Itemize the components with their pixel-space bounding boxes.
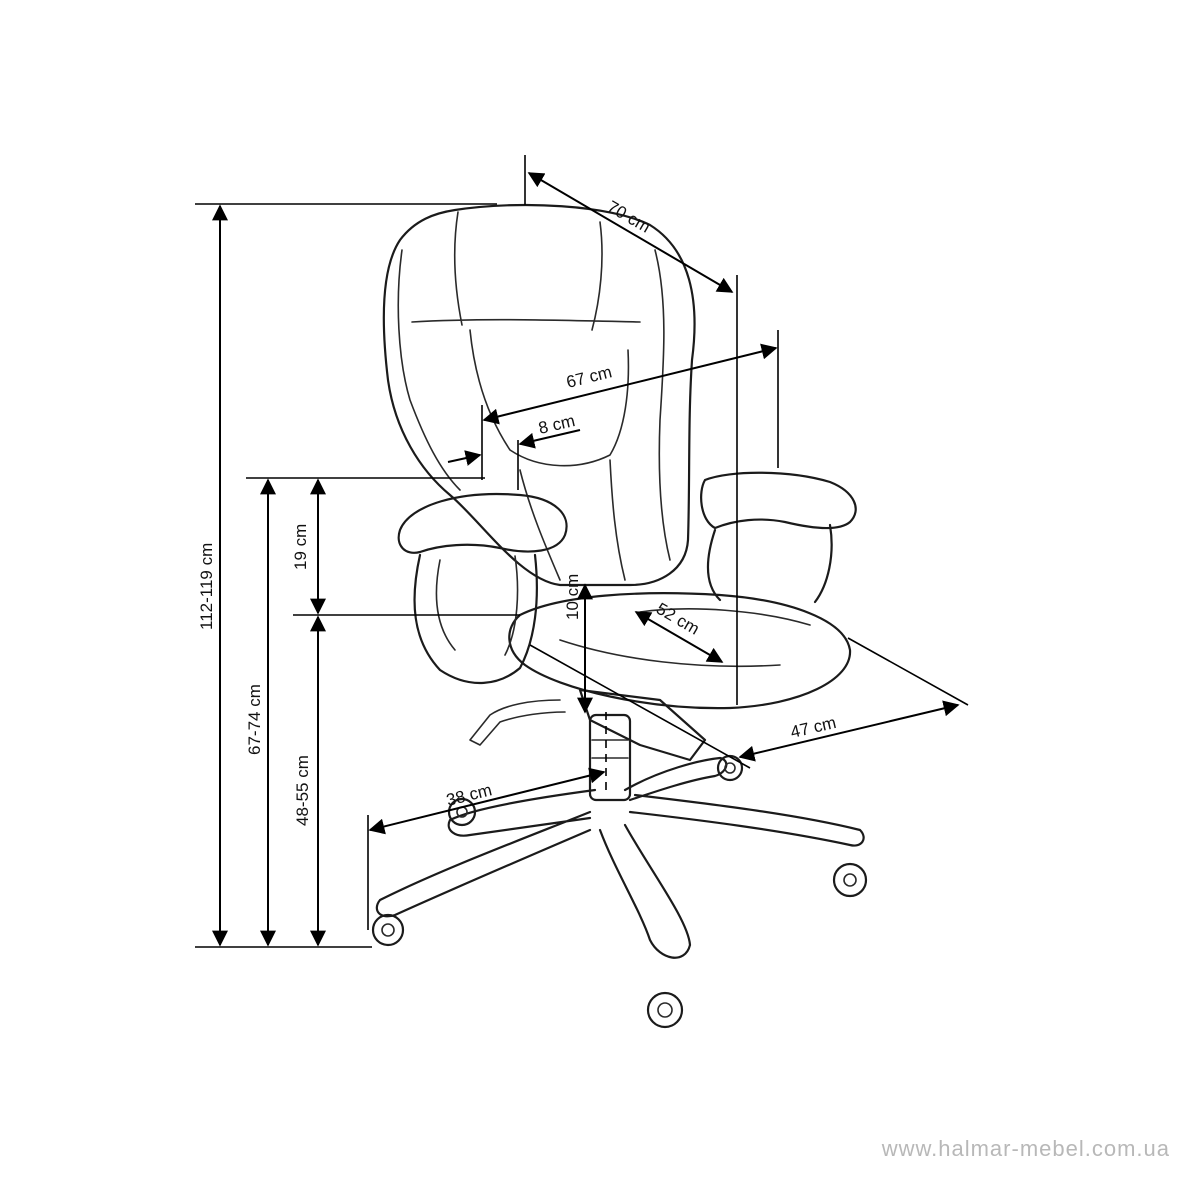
base-star <box>375 756 865 959</box>
dimension-lines <box>195 155 969 948</box>
cylinder-ring <box>591 739 629 759</box>
caster-front-left <box>371 913 405 947</box>
dim-seat-depth <box>738 700 960 762</box>
gas-lift-cylinder <box>588 713 632 802</box>
chair-illustration <box>371 203 868 1029</box>
dim-armrest-width <box>447 450 482 466</box>
backrest-headrest <box>411 211 641 331</box>
label-arm-above-seat: 19 cm <box>291 524 310 570</box>
label-armrest-height: 67-74 cm <box>245 684 264 755</box>
watermark: www.halmar-mebel.com.ua <box>881 1136 1170 1161</box>
left-armrest-inner <box>435 555 519 656</box>
dimension-labels: 112-119 cm 67-74 cm 48-55 cm 19 cm 10 cm… <box>197 197 838 826</box>
label-seat-thickness: 10 cm <box>563 574 582 620</box>
seat-cushion <box>508 592 852 710</box>
caster-back-right <box>716 754 744 782</box>
backrest-side-bolster-left <box>397 249 461 491</box>
backrest-lumbar <box>469 329 630 467</box>
left-armrest-pad <box>397 493 568 554</box>
label-total-height: 112-119 cm <box>197 543 216 630</box>
label-armrest-width: 8 cm <box>537 411 577 438</box>
caster-right <box>832 862 868 898</box>
dim-base-radius <box>368 767 606 835</box>
label-overall-width: 67 cm <box>564 362 614 392</box>
ext-47-a <box>529 644 751 769</box>
backrest-center-panel <box>519 459 626 581</box>
dim-armrest-width-b <box>518 429 581 449</box>
right-armrest-pad <box>700 471 857 530</box>
label-seat-depth: 47 cm <box>789 713 838 742</box>
left-armrest-support <box>413 553 538 684</box>
ext-47-b <box>847 637 969 706</box>
right-armrest-support <box>706 523 833 604</box>
caster-front <box>646 991 684 1029</box>
dim-overall-width <box>482 343 778 425</box>
label-seat-width: 52 cm <box>653 599 703 639</box>
dim-overall-depth <box>527 172 734 293</box>
backrest-side-bolster-right <box>654 249 671 561</box>
tilt-mechanism <box>578 688 707 762</box>
tilt-lever <box>469 699 566 746</box>
label-seat-height: 48-55 cm <box>293 755 312 826</box>
dim-seat-width <box>634 611 724 663</box>
